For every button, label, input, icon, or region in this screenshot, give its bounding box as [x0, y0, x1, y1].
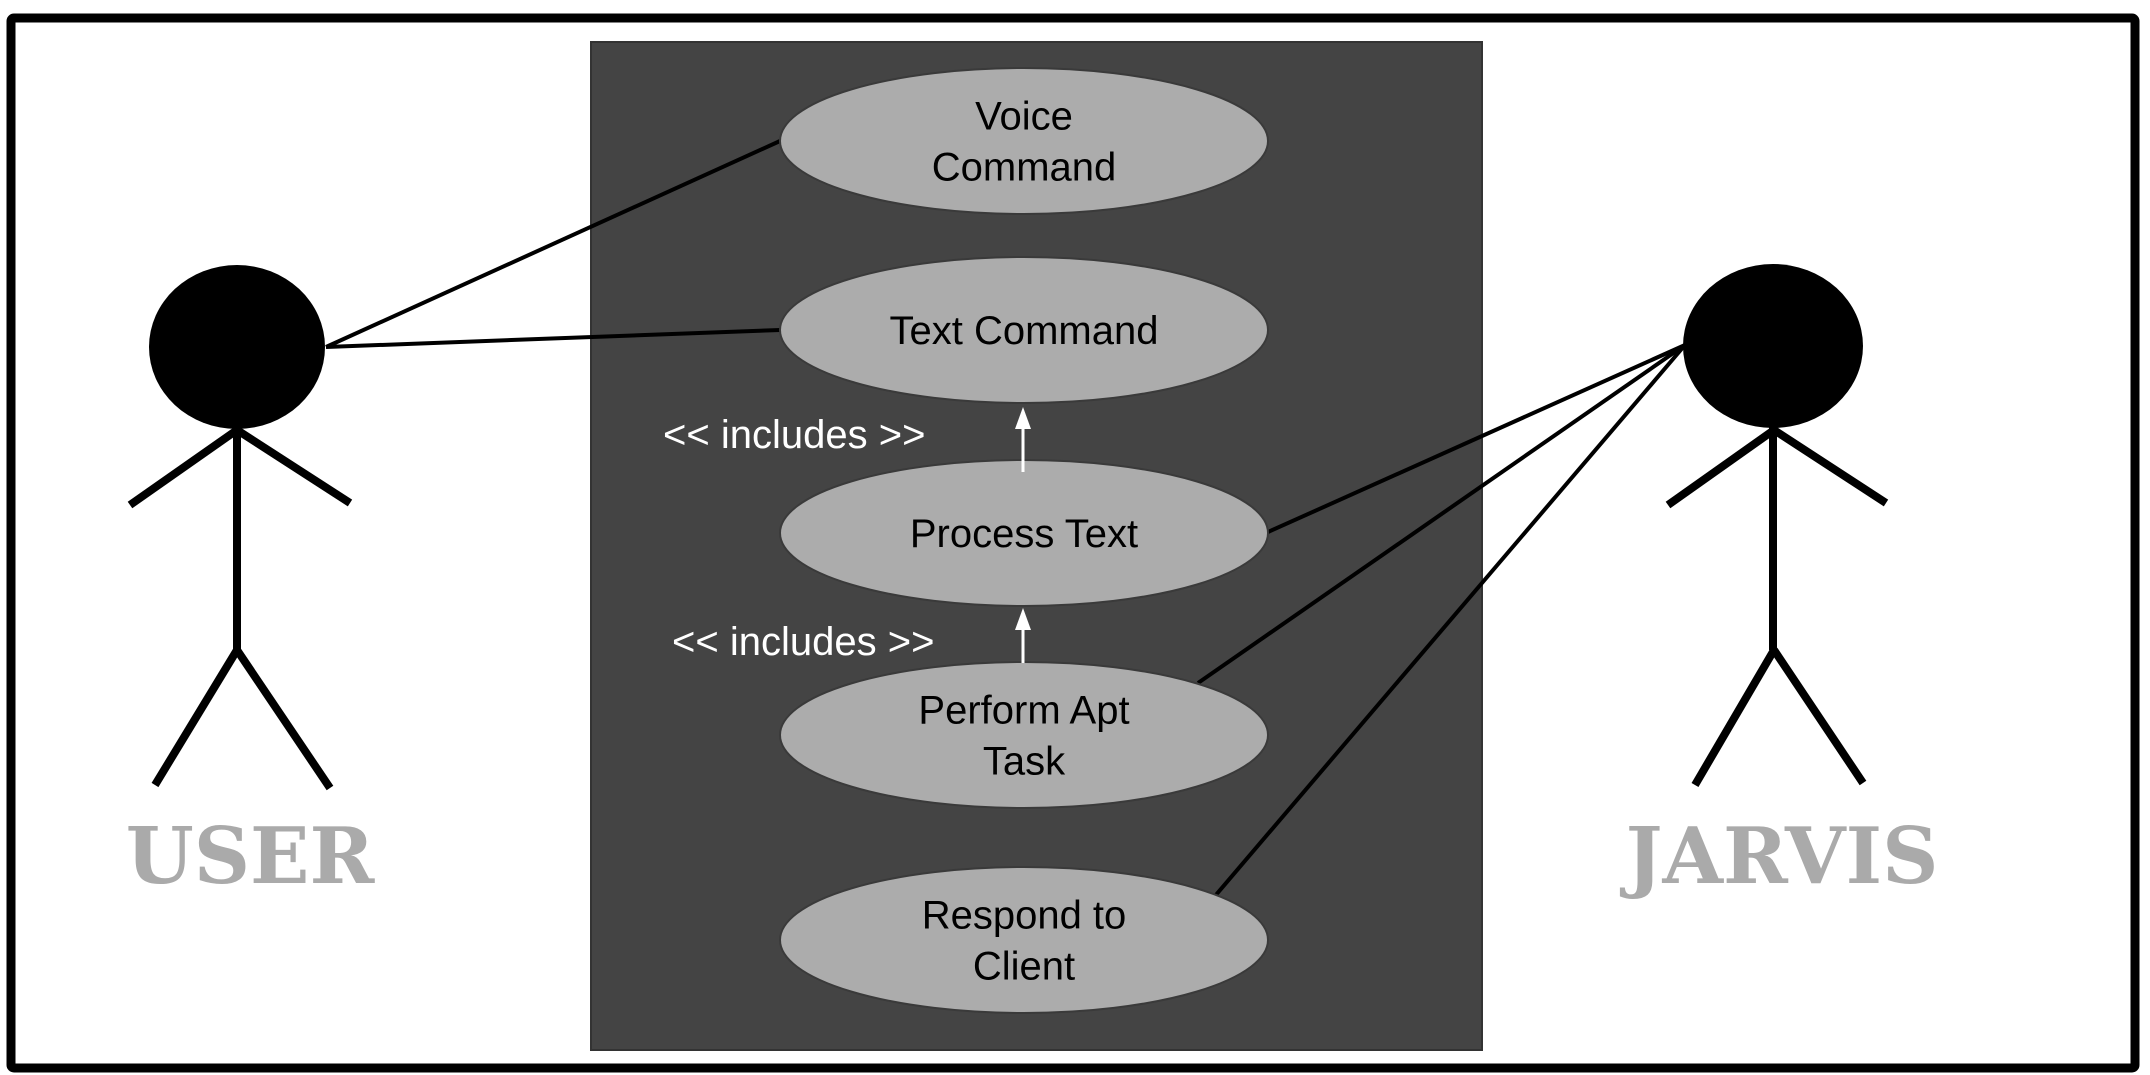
- arrowhead-icon: [1015, 608, 1031, 630]
- actor-leg: [151, 647, 241, 788]
- actor-leg: [233, 647, 334, 791]
- actor-label: JARVIS: [1620, 811, 1939, 902]
- use-case-label: Process Text: [910, 512, 1138, 556]
- actor-arm: [127, 426, 240, 509]
- use-case-ellipse: [779, 661, 1269, 809]
- use-case-label: Text Command: [890, 309, 1159, 353]
- actor-jarvis[interactable]: JARVIS: [1620, 264, 1939, 902]
- association-line-jarvis-perform-apt-task: [1196, 343, 1687, 685]
- actor-head-icon: [149, 265, 325, 429]
- actor-head-icon: [1683, 264, 1863, 428]
- association-line-jarvis-process-text: [1267, 343, 1686, 534]
- include-relationships: << includes >> << includes >>: [663, 407, 1031, 664]
- use-case-label: Voice: [975, 95, 1073, 139]
- use-case-label: Task: [983, 740, 1066, 784]
- include-label: << includes >>: [672, 620, 934, 664]
- actor-leg: [1770, 647, 1867, 786]
- actor-leg: [1691, 647, 1778, 788]
- association-line-user-text-command: [325, 328, 781, 349]
- use-case-respond-to-client[interactable]: Respond to Client: [779, 866, 1269, 1014]
- actor-label: USER: [126, 811, 376, 902]
- use-case-ellipse: [779, 256, 1269, 404]
- actor-arm: [234, 426, 353, 507]
- arrowhead-icon: [1015, 407, 1031, 429]
- use-case-ellipse: [779, 67, 1269, 215]
- include-label: << includes >>: [663, 413, 925, 457]
- actor-user[interactable]: USER: [126, 265, 376, 902]
- use-case-label: Client: [973, 945, 1075, 989]
- use-case-text-command[interactable]: Text Command: [779, 256, 1269, 404]
- use-case-ellipse: [779, 866, 1269, 1014]
- actor-arm: [1665, 426, 1777, 509]
- use-case-label: Respond to: [922, 894, 1127, 938]
- use-case-label: Command: [932, 146, 1117, 190]
- actors: USER JARVIS: [126, 264, 1939, 902]
- actor-arm: [1771, 426, 1889, 507]
- include-arrow: [1015, 608, 1031, 663]
- association-line-jarvis-respond-to-client: [1213, 343, 1687, 898]
- association-line-user-voice-command: [325, 139, 781, 349]
- use-case-process-text[interactable]: Process Text: [779, 459, 1269, 607]
- association-lines: [325, 139, 1687, 898]
- include-arrow: [1015, 407, 1031, 472]
- use-case-label: Perform Apt: [918, 689, 1129, 733]
